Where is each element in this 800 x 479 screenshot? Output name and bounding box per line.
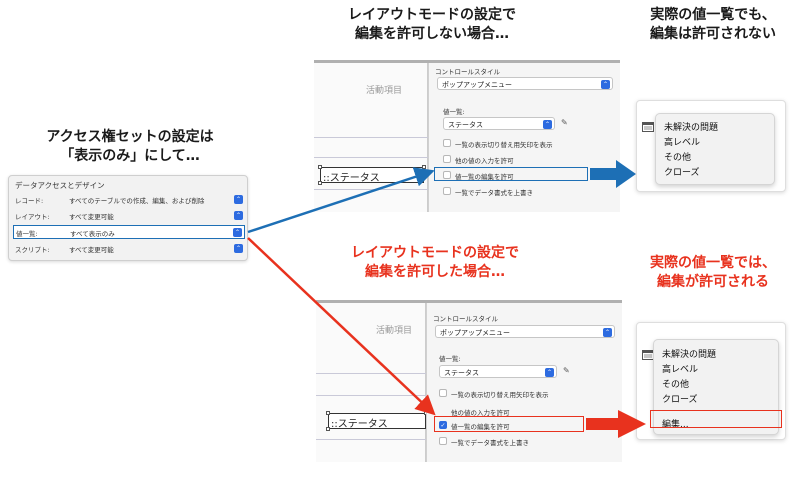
chevron-updown-icon: ⌃ [543,119,552,129]
heading-access: アクセス権セットの設定は 「表示のみ」にして… [46,129,214,164]
data-access-panel: データアクセスとデザイン レコード: すべてのテーブルでの作成、編集、および削除… [8,175,248,261]
allow-edit-highlight-edit [434,416,584,432]
heading-layout-no-edit: レイアウトモードの設定で 編集を許可しない場合… [348,7,516,42]
value-list-popup[interactable]: ステータス ⌃ [439,365,557,378]
part-line [316,373,426,374]
value-list-popup[interactable]: ステータス ⌃ [443,117,555,130]
value-list-item[interactable]: クローズ [662,395,698,405]
heading-layout-edit: レイアウトモードの設定で 編集を許可した場合… [351,245,519,280]
access-row-label: レイアウト: [15,213,50,221]
data-access-title: データアクセスとデザイン [15,181,105,190]
inspector-panel: コントロールスタイル ポップアップメニュー ⌃ 値一覧: ステータス ⌃ ✎ 一… [428,63,620,212]
show-arrow-label: 一覧の表示切り替え用矢印を表示 [451,391,549,399]
resize-handle[interactable] [318,165,322,169]
heading-result-no-edit: 実際の値一覧でも、 編集は許可されない [650,7,776,42]
access-row-value: すべて変更可能 [69,246,114,254]
control-style-popup[interactable]: ポップアップメニュー ⌃ [435,325,615,338]
value-list-value: ステータス [448,121,483,129]
access-row-label: 値一覧: [16,230,38,238]
override-format-label: 一覧でデータ書式を上書き [451,439,529,447]
allow-other-checkbox[interactable] [443,155,451,163]
control-style-label: コントロールスタイル [435,68,500,76]
value-list-item[interactable]: 高レベル [664,138,701,148]
value-list-item[interactable]: クローズ [664,168,700,178]
override-format-label: 一覧でデータ書式を上書き [455,189,533,197]
access-row-value: すべて表示のみ [70,230,115,238]
chevron-updown-icon[interactable]: ⌃ [234,211,243,220]
resize-handle[interactable] [326,411,330,415]
value-list-result-edit: 未解決の問題 高レベル その他 クローズ 編集... [636,322,786,440]
part-line [314,137,428,138]
access-row-layouts[interactable]: レイアウト: すべて変更可能 ⌃ [13,209,245,223]
chevron-updown-icon: ⌃ [601,79,610,89]
access-row-label: スクリプト: [15,246,50,254]
part-line [316,395,426,396]
access-row-label: レコード: [15,197,44,205]
layout-window-no-edit: 活動項目 ::ステータス コントロールスタイル ポップアップメニュー ⌃ 値一覧… [314,60,620,212]
value-list-label: 値一覧: [439,355,461,363]
value-list-menu: 未解決の問題 高レベル その他 クローズ 編集... [653,339,779,435]
control-style-label: コントロールスタイル [433,315,498,323]
value-list-item[interactable]: その他 [662,380,690,390]
access-row-value: すべて変更可能 [69,213,114,221]
value-list-item[interactable]: 未解決の問題 [664,123,719,133]
window-topbar [316,300,622,303]
status-field-label: ::ステータス [331,419,388,430]
pencil-icon[interactable]: ✎ [561,118,568,127]
value-list-result-no-edit: 未解決の問題 高レベル その他 クローズ [636,100,786,192]
canvas-label: 活動項目 [376,326,413,336]
allow-other-label: 他の値の入力を許可 [455,157,514,165]
resize-handle[interactable] [422,165,426,169]
show-arrow-label: 一覧の表示切り替え用矢印を表示 [455,141,553,149]
value-list-value: ステータス [444,369,479,377]
show-arrow-checkbox[interactable] [443,139,451,147]
part-line [314,189,428,190]
canvas-label: 活動項目 [366,86,403,96]
status-field[interactable]: ::ステータス [318,165,426,185]
allow-edit-checkbox[interactable]: ✓ [439,421,447,429]
resize-handle[interactable] [326,427,330,431]
calendar-icon [642,117,654,132]
part-line [314,157,428,158]
status-field-label: ::ステータス [323,173,380,184]
control-style-popup[interactable]: ポップアップメニュー ⌃ [437,77,613,90]
chevron-updown-icon[interactable]: ⌃ [233,228,242,237]
value-list-menu: 未解決の問題 高レベル その他 クローズ [655,113,775,185]
access-row-records[interactable]: レコード: すべてのテーブルでの作成、編集、および削除 ⌃ [13,193,245,207]
allow-edit-label: 値一覧の編集を許可 [455,173,514,181]
resize-handle[interactable] [318,181,322,185]
allow-other-label: 他の値の入力を許可 [451,409,510,417]
edit-item-highlight [650,410,782,428]
chevron-updown-icon: ⌃ [545,367,554,377]
value-list-item[interactable]: その他 [664,153,692,163]
value-list-edit-item[interactable]: 編集... [662,420,689,430]
control-style-value: ポップアップメニュー [442,81,512,89]
chevron-updown-icon[interactable]: ⌃ [234,244,243,253]
pencil-icon[interactable]: ✎ [563,366,570,375]
allow-edit-label: 値一覧の編集を許可 [451,423,510,431]
value-list-item[interactable]: 未解決の問題 [662,350,717,360]
inspector-panel: コントロールスタイル ポップアップメニュー ⌃ 値一覧: ステータス ⌃ ✎ 一… [426,303,622,462]
control-style-value: ポップアップメニュー [440,329,510,337]
access-row-value-lists[interactable]: 値一覧: すべて表示のみ ⌃ [13,225,245,239]
override-format-checkbox[interactable] [439,437,447,445]
part-line [316,439,426,440]
layout-window-edit: 活動項目 ::ステータス コントロールスタイル ポップアップメニュー ⌃ 値一覧… [316,300,622,462]
window-topbar [314,60,620,63]
status-field[interactable]: ::ステータス [326,411,428,431]
layout-canvas: 活動項目 ::ステータス [314,63,428,212]
value-list-label: 値一覧: [443,108,465,116]
allow-edit-highlight-no-edit [434,167,588,181]
access-row-value: すべてのテーブルでの作成、編集、および削除 [69,197,205,205]
override-format-checkbox[interactable] [443,187,451,195]
chevron-updown-icon: ⌃ [603,327,612,337]
access-row-scripts[interactable]: スクリプト: すべて変更可能 ⌃ [13,242,245,256]
show-arrow-checkbox[interactable] [439,389,447,397]
layout-canvas: 活動項目 ::ステータス [316,303,428,462]
allow-edit-checkbox[interactable] [443,171,451,179]
chevron-updown-icon[interactable]: ⌃ [234,195,243,204]
value-list-item[interactable]: 高レベル [662,365,699,375]
heading-result-edit: 実際の値一覧では、 編集が許可される [650,255,776,290]
